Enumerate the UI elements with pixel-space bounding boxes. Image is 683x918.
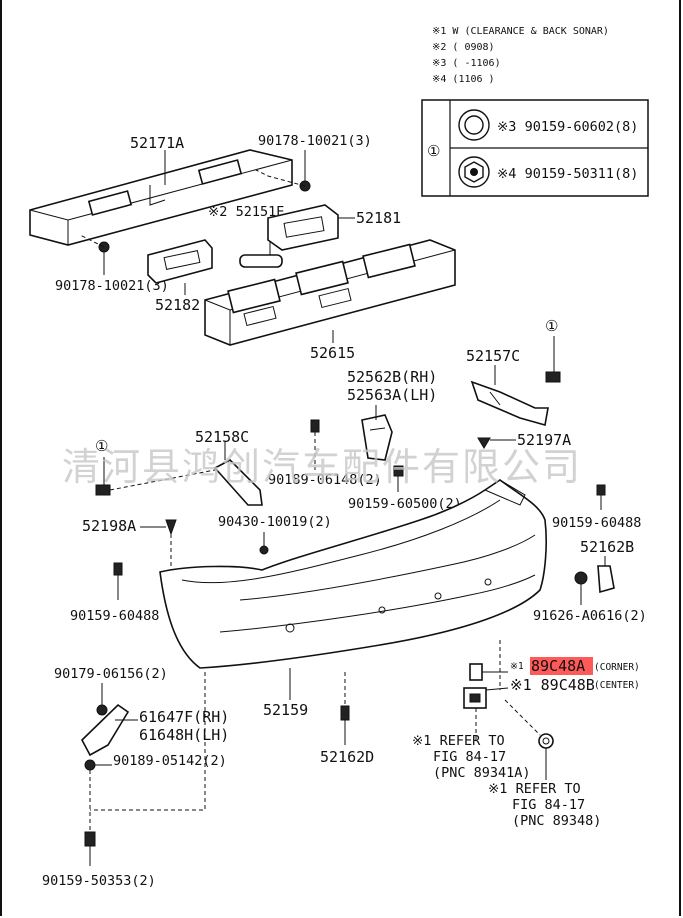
label-52181: 52181 [356,209,401,227]
sensor-bracket-89C48B [463,687,487,709]
watermark: 清河县鸿创汽车配件有限公司 [62,445,582,489]
clip-52197A [477,437,491,449]
bolt-90159-50353 [84,831,96,847]
label-89C48B: ※1 89C48B [510,676,595,694]
screw-91626 [574,571,588,585]
nut-90430 [259,545,269,555]
sensor-bracket-89C48A [469,663,483,681]
label-52182: 52182 [155,296,200,314]
label-52158C: 52158C [195,428,249,446]
label-90179: 90179-06156(2) [54,666,168,682]
label-90159-60488-left: 90159-60488 [70,608,159,624]
refer1-line3: (PNC 89341A) [433,765,531,781]
nut-90179 [96,704,108,716]
callout-item-b: ※4 90159-50311(8) [497,166,638,182]
label-52197A: 52197A [517,431,571,449]
label-89C48A-prefix: ※1 [510,661,524,672]
label-61647F: 61647F(RH) [139,708,229,726]
highlight-89C48A [530,657,593,675]
note-3: ※3 ( -1106) [432,58,501,69]
refer2-line3: (PNC 89348) [512,813,601,829]
absorber-52181 [267,204,339,251]
label-52162B: 52162B [580,538,634,556]
bumper-cover-52159 [159,479,547,669]
nut-90189-05142 [84,759,96,771]
label-52171A: 52171A [130,134,184,152]
label-52615: 52615 [310,344,355,362]
clip-52162D [340,705,350,721]
marker-left: ① [95,437,108,455]
clip-90189-06148 [310,419,320,433]
screw-icon [458,156,490,188]
absorber-52182 [147,239,213,284]
label-90178-top: 90178-10021(3) [258,133,372,149]
note-4: ※4 (1106 ) [432,74,495,85]
note-1: ※1 W (CLEARANCE & BACK SONAR) [432,26,609,37]
bumper-reinforcement [29,149,293,246]
label-90159-60500: 90159-60500(2) [348,496,462,512]
fastener-callout-box: ① ※3 90159-60602(8) ※4 90159-50311(8) [421,99,649,197]
label-89C48A: 89C48A [531,657,585,675]
label-89C48A-note: (CORNER) [594,662,640,673]
screw-right-top [545,371,561,383]
nut-icon [458,109,490,141]
bracket-52158C [213,459,263,506]
label-52151E: ※2 52151E [208,204,284,220]
label-61648H: 61648H(LH) [139,726,229,744]
callout-item-a: ※3 90159-60602(8) [497,119,638,135]
bracket-52162B [597,565,615,594]
note-2: ※2 ( 0908) [432,42,495,53]
bracket-52562B [361,414,393,461]
label-90178-left: 90178-10021(3) [55,278,169,294]
label-91626: 91626-A0616(2) [533,608,647,624]
marker-right: ① [545,317,558,335]
energy-absorber-52615 [204,239,456,346]
retainer-52151E [239,225,283,268]
label-52562B: 52562B(RH) [347,368,437,386]
clip-52198A [165,519,177,536]
refer1-line1: ※1 REFER TO [412,733,505,749]
label-52162D: 52162D [320,748,374,766]
label-90430: 90430-10019(2) [218,514,332,530]
callout-marker: ① [427,142,440,160]
sonar-sensor [538,733,554,749]
bracket-52157C [470,380,549,427]
refer1-line2: FIG 84-17 [433,749,506,765]
refer2-line2: FIG 84-17 [512,797,585,813]
refer2-line1: ※1 REFER TO [488,781,581,797]
label-52198A: 52198A [82,517,136,535]
label-52157C: 52157C [466,347,520,365]
label-52159: 52159 [263,701,308,719]
label-52563A: 52563A(LH) [347,386,437,404]
label-90159-50353: 90159-50353(2) [42,873,156,889]
bolt-90159-60488-left [113,562,123,576]
label-90189-06148: 90189-06148(2) [268,472,382,488]
bolt-90159-60488-right [596,484,606,496]
label-90189-05142: 90189-05142(2) [113,753,227,769]
bracket-61647F [81,703,130,757]
label-89C48B-note: (CENTER) [594,680,640,691]
label-90159-60488-right: 90159-60488 [552,515,641,531]
